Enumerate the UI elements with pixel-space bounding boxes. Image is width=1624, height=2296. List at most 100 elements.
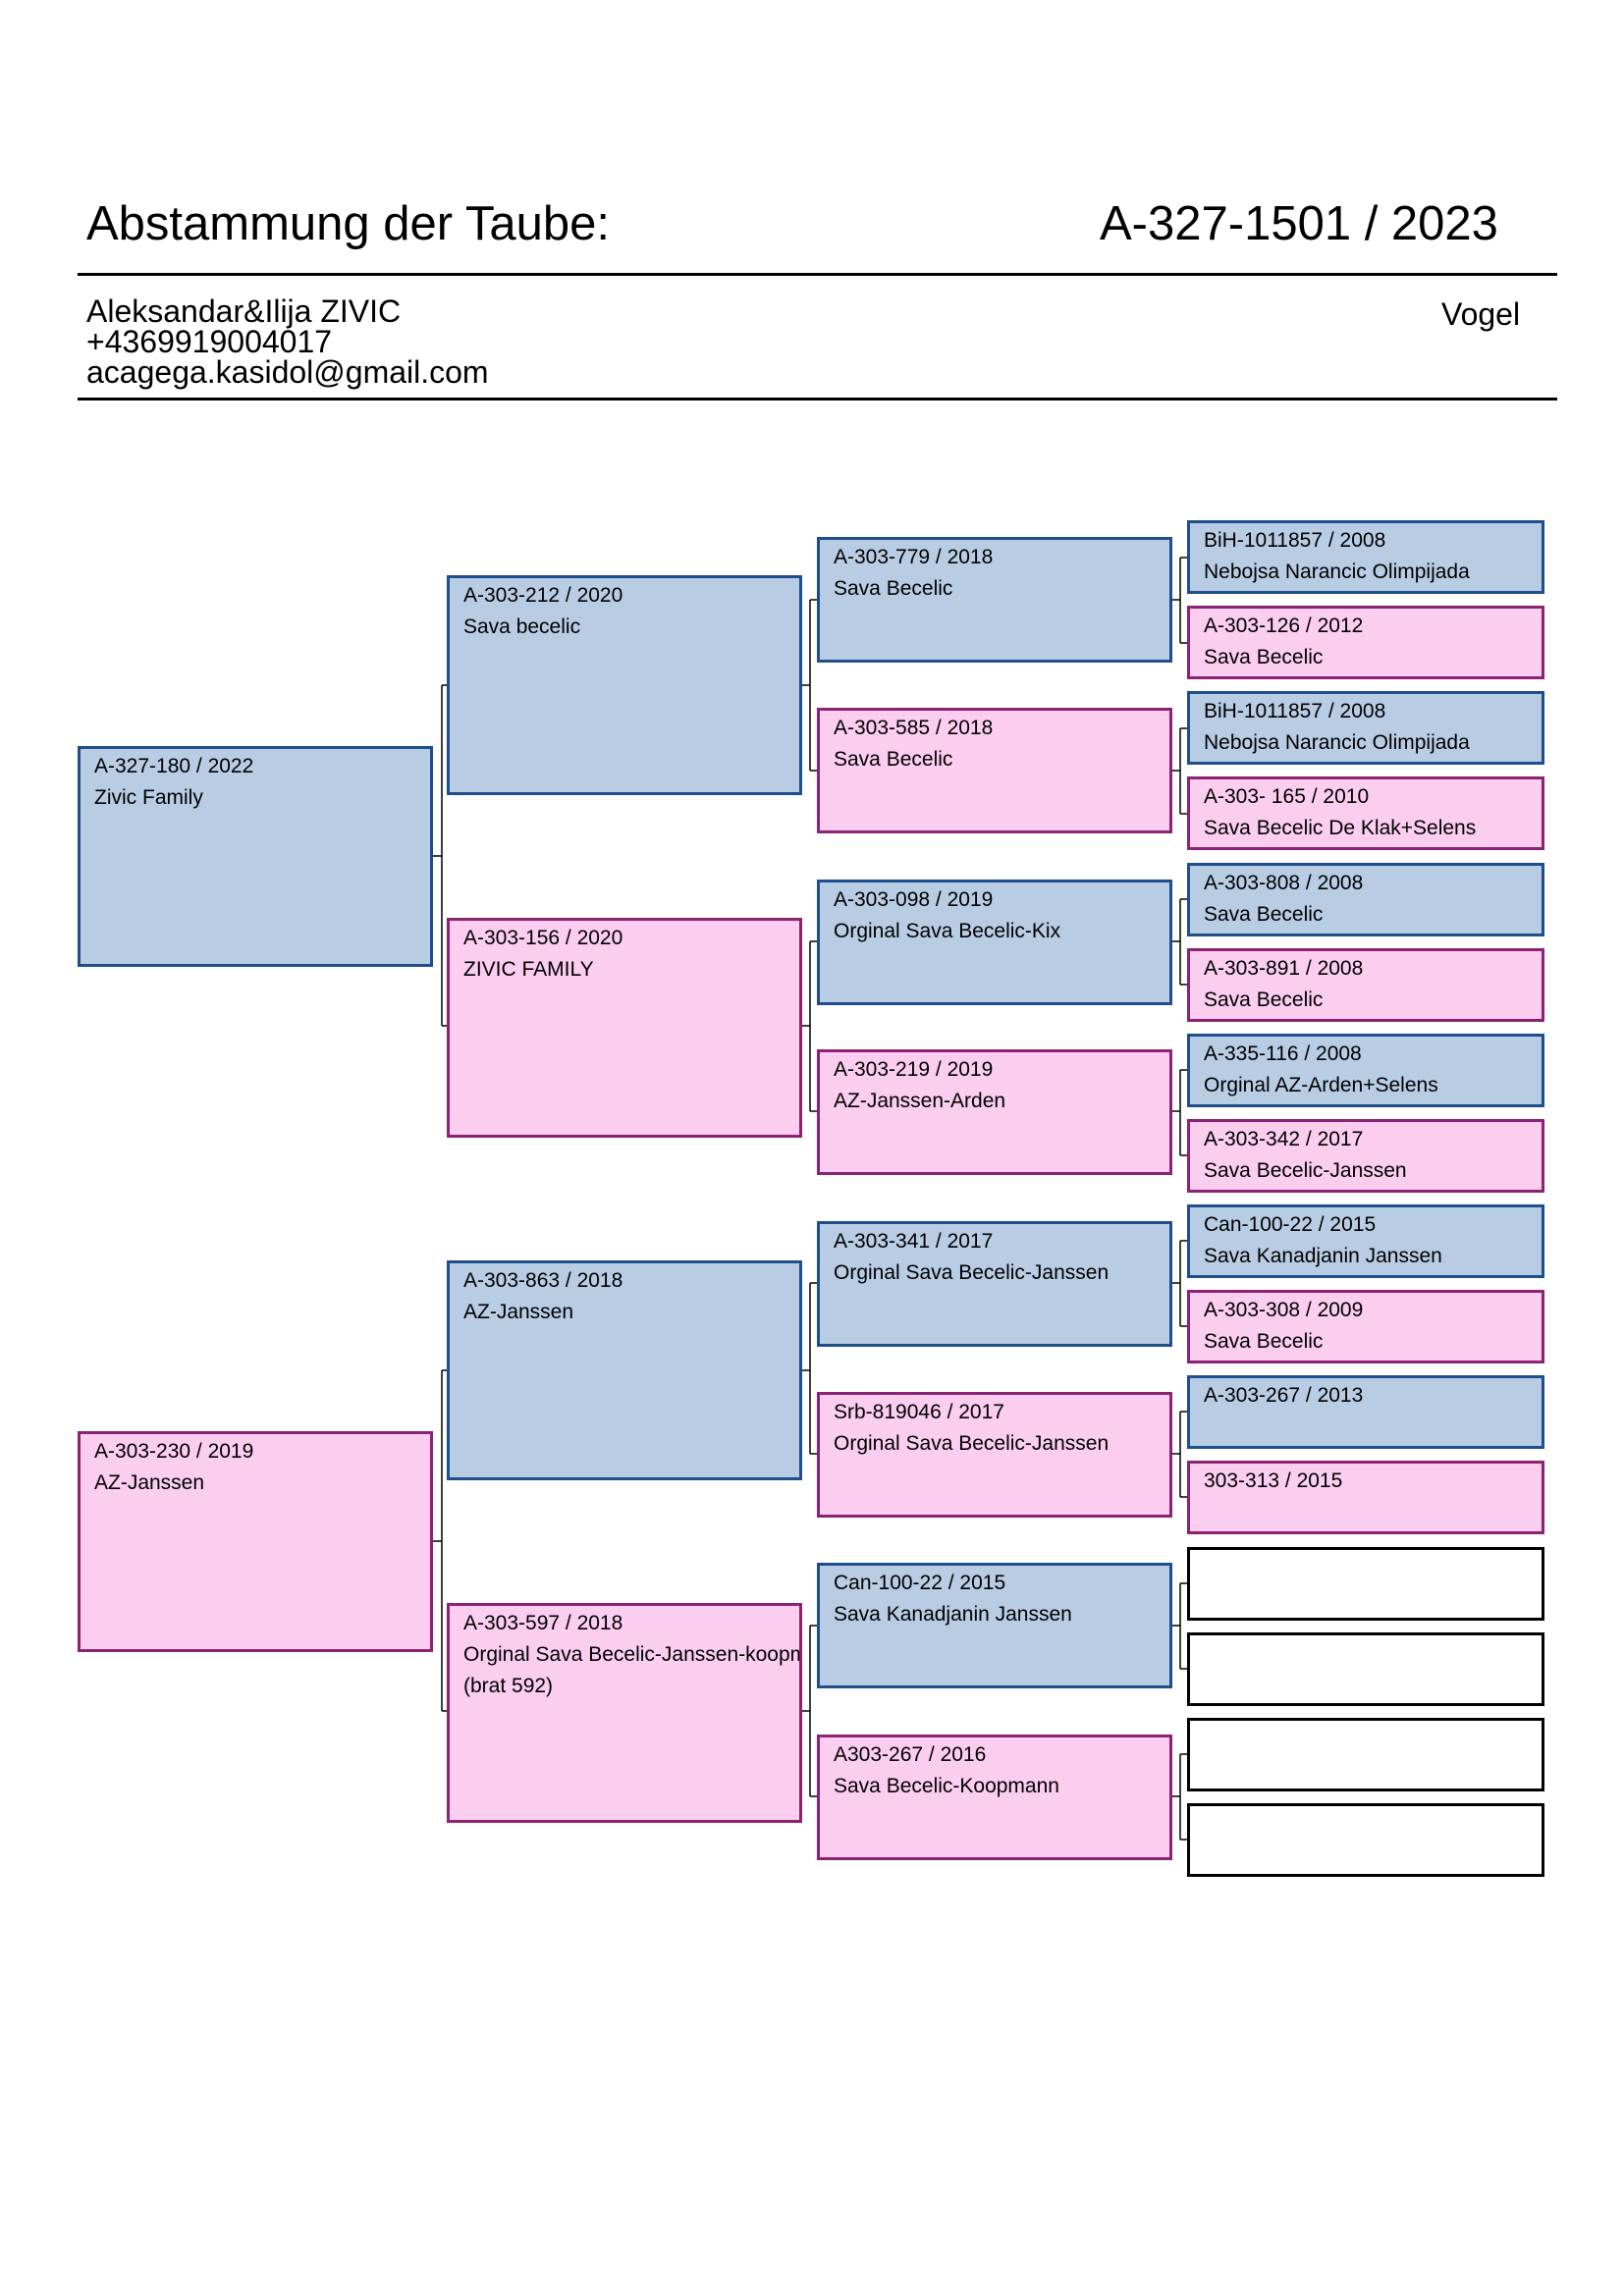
connector-gen2-4 [802,1625,818,1797]
pigeon-ring-number: A-327-1501 / 2023 [1100,197,1498,250]
pedigree-gen4-10[interactable]: A-303-308 / 2009 Sava Becelic [1187,1290,1544,1363]
pigeon-ring: Srb-819046 / 2017 [834,1401,1004,1423]
pedigree-gen4-12[interactable]: 303-313 / 2015 [1187,1461,1544,1534]
connector-gen3-6 [1172,1411,1188,1498]
pedigree-gen3-7[interactable]: Can-100-22 / 2015 Sava Kanadjanin Jansse… [817,1563,1172,1688]
connector-gen2-2 [802,940,818,1112]
pigeon-name: Orginal Sava Becelic-Janssen-koopmann [463,1643,799,1666]
pigeon-ring: A-303-585 / 2018 [834,717,994,739]
pigeon-name: AZ-Janssen-Arden [834,1090,1006,1112]
pedigree-gen4-6[interactable]: A-303-891 / 2008 Sava Becelic [1187,948,1544,1022]
pigeon-ring: A-303-341 / 2017 [834,1230,994,1253]
pigeon-name: Sava Becelic De Klak+Selens [1204,817,1477,839]
pedigree-gen4-4[interactable]: A-303- 165 / 2010 Sava Becelic De Klak+S… [1187,776,1544,850]
connector-gen3-8 [1172,1753,1188,1841]
pigeon-ring: A-303-098 / 2019 [834,888,994,911]
pigeon-ring: A-303-212 / 2020 [463,584,623,607]
pigeon-name: Nebojsa Narancic Olimpijada [1204,731,1470,754]
pedigree-gen4-14-empty[interactable] [1187,1632,1544,1706]
pigeon-ring: A-303-156 / 2020 [463,927,623,949]
pigeon-ring: BiH-1011857 / 2008 [1204,700,1386,722]
pedigree-grandparent-1[interactable]: A-303-212 / 2020 Sava becelic [447,575,802,795]
pigeon-ring: A303-267 / 2016 [834,1743,987,1766]
page-title: Abstammung der Taube: [86,197,610,250]
pigeon-name: ZIVIC FAMILY [463,958,594,981]
pigeon-ring: A-303-863 / 2018 [463,1269,623,1292]
pigeon-name: Sava Kanadjanin Janssen [834,1603,1072,1626]
pigeon-name: AZ-Janssen [94,1471,205,1494]
pedigree-gen4-1[interactable]: BiH-1011857 / 2008 Nebojsa Narancic Olim… [1187,520,1544,594]
pigeon-ring: Can-100-22 / 2015 [834,1572,1006,1594]
pigeon-sex: Vogel [1441,296,1521,332]
pedigree-gen4-7[interactable]: A-335-116 / 2008 Orginal AZ-Arden+Selens [1187,1034,1544,1107]
pedigree-gen3-2[interactable]: A-303-585 / 2018 Sava Becelic [817,708,1172,833]
connector-gen3-3 [1172,898,1188,986]
pigeon-name: Orginal Sava Becelic-Janssen [834,1261,1110,1284]
connector-gen3-7 [1172,1582,1188,1670]
pigeon-name: Sava becelic [463,615,581,638]
pigeon-ring: A-303-779 / 2018 [834,546,994,568]
connector-gen1-top [433,684,449,1027]
pigeon-name: Orginal AZ-Arden+Selens [1204,1074,1438,1096]
pigeon-name: Sava Becelic [1204,646,1324,668]
owner-info: Aleksandar&Ilija ZIVIC +4369919004017 ac… [86,294,489,388]
pigeon-name: Nebojsa Narancic Olimpijada [1204,561,1470,583]
pigeon-ring: 303-313 / 2015 [1204,1469,1343,1492]
pedigree-gen3-4[interactable]: A-303-219 / 2019 AZ-Janssen-Arden [817,1049,1172,1175]
connector-gen3-5 [1172,1240,1188,1327]
pedigree-grandparent-2[interactable]: A-303-156 / 2020 ZIVIC FAMILY [447,918,802,1138]
header-divider-top [78,273,1557,276]
pedigree-gen3-8[interactable]: A303-267 / 2016 Sava Becelic-Koopmann [817,1735,1172,1860]
pedigree-gen4-13-empty[interactable] [1187,1547,1544,1621]
header-divider-bottom [78,398,1557,400]
pigeon-name: Orginal Sava Becelic-Kix [834,920,1061,942]
pigeon-name: Zivic Family [94,786,203,809]
pigeon-ring: A-303-219 / 2019 [834,1058,994,1081]
pedigree-grandparent-4[interactable]: A-303-597 / 2018 Orginal Sava Becelic-Ja… [447,1603,802,1823]
pigeon-ring: A-327-180 / 2022 [94,755,254,777]
pigeon-ring: A-303-126 / 2012 [1204,614,1364,637]
pigeon-name: AZ-Janssen [463,1301,574,1323]
pigeon-name: Sava Becelic [1204,903,1324,926]
pigeon-name: Sava Becelic [1204,1330,1324,1353]
pedigree-grandparent-3[interactable]: A-303-863 / 2018 AZ-Janssen [447,1260,802,1480]
pedigree-gen3-6[interactable]: Srb-819046 / 2017 Orginal Sava Becelic-J… [817,1392,1172,1518]
pigeon-name: Orginal Sava Becelic-Janssen [834,1432,1110,1455]
pedigree-gen4-9[interactable]: Can-100-22 / 2015 Sava Kanadjanin Jansse… [1187,1204,1544,1278]
pigeon-name: Sava Becelic [1204,988,1324,1011]
pedigree-gen4-2[interactable]: A-303-126 / 2012 Sava Becelic [1187,606,1544,679]
connector-gen3-4 [1172,1069,1188,1156]
pigeon-ring: A-303- 165 / 2010 [1204,785,1370,808]
pigeon-name: Sava Becelic [834,748,953,771]
pigeon-ring: A-303-230 / 2019 [94,1440,254,1463]
connector-gen1-bottom [433,1369,449,1712]
pedigree-gen4-15-empty[interactable] [1187,1718,1544,1791]
owner-name: Aleksandar&Ilija ZIVIC [86,294,402,329]
connector-gen3-1 [1172,557,1188,644]
connector-gen2-3 [802,1282,818,1455]
pigeon-ring: A-303-342 / 2017 [1204,1128,1364,1150]
pedigree-gen3-1[interactable]: A-303-779 / 2018 Sava Becelic [817,537,1172,663]
pedigree-dam[interactable]: A-303-230 / 2019 AZ-Janssen [78,1431,433,1652]
pedigree-gen4-11[interactable]: A-303-267 / 2013 [1187,1375,1544,1449]
pigeon-name: Sava Becelic-Koopmann [834,1775,1059,1797]
pigeon-ring: A-303-308 / 2009 [1204,1299,1364,1321]
pedigree-gen3-3[interactable]: A-303-098 / 2019 Orginal Sava Becelic-Ki… [817,880,1172,1005]
connector-gen2-1 [802,599,818,772]
pigeon-name: Sava Becelic-Janssen [1204,1159,1407,1182]
pedigree-gen4-3[interactable]: BiH-1011857 / 2008 Nebojsa Narancic Olim… [1187,691,1544,765]
pedigree-gen4-16-empty[interactable] [1187,1803,1544,1877]
pigeon-ring: A-303-891 / 2008 [1204,957,1364,980]
pigeon-ring: A-303-597 / 2018 [463,1612,623,1634]
pigeon-note: (brat 592) [463,1675,554,1697]
pigeon-name: Sava Kanadjanin Janssen [1204,1245,1442,1267]
pedigree-sire[interactable]: A-327-180 / 2022 Zivic Family [78,746,433,967]
pigeon-ring: Can-100-22 / 2015 [1204,1213,1377,1236]
pedigree-gen4-8[interactable]: A-303-342 / 2017 Sava Becelic-Janssen [1187,1119,1544,1193]
pedigree-gen4-5[interactable]: A-303-808 / 2008 Sava Becelic [1187,863,1544,936]
owner-phone: +4369919004017 [86,324,333,359]
pedigree-gen3-5[interactable]: A-303-341 / 2017 Orginal Sava Becelic-Ja… [817,1221,1172,1347]
connector-gen3-2 [1172,727,1188,815]
pigeon-name: Sava Becelic [834,577,953,600]
